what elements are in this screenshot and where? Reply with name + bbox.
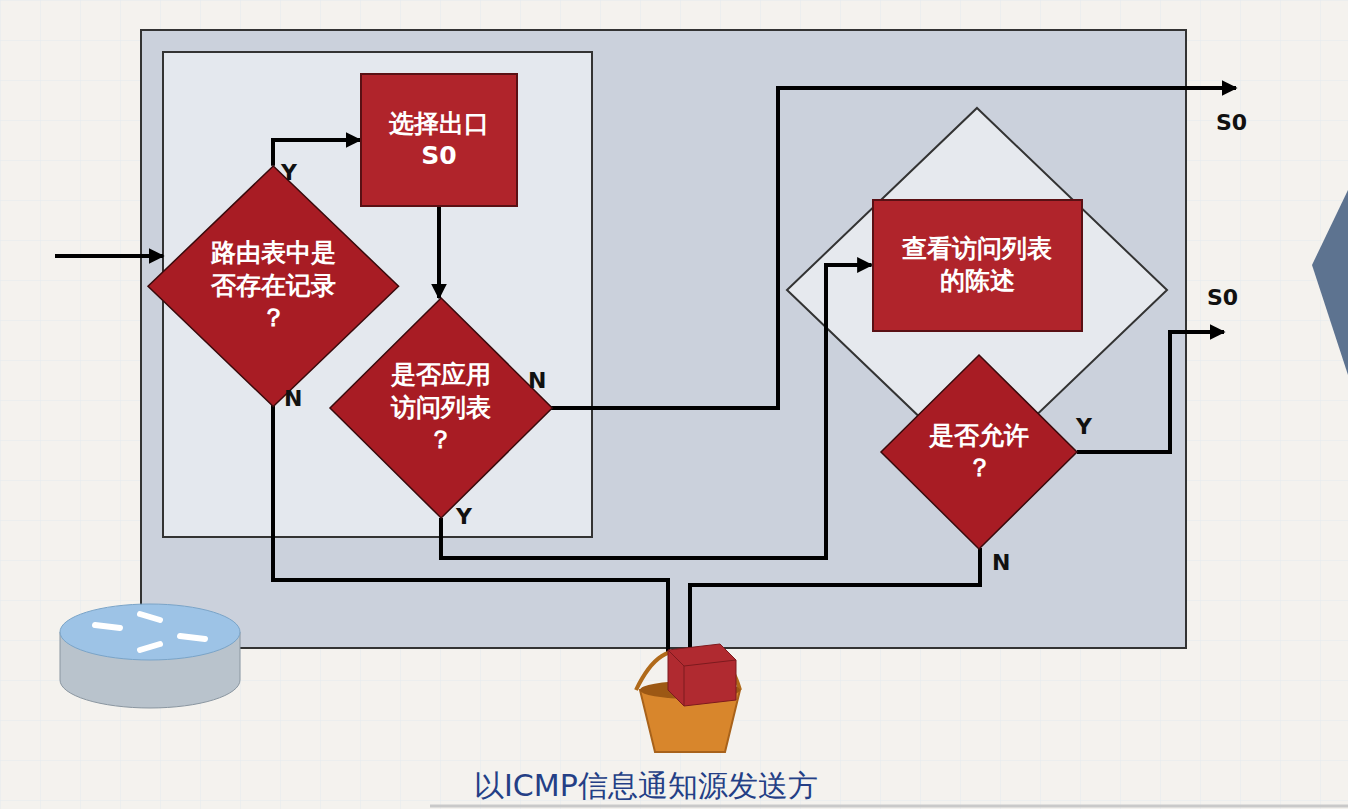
input-arrow: [55, 254, 163, 258]
edge-label: Y: [281, 160, 297, 185]
exit-line: [1077, 332, 1224, 452]
decision-diamond: 是否允许 ？: [881, 355, 1077, 549]
node-text: 是否应用 访问列表 ？: [391, 359, 491, 457]
node-text: 选择出口 S0: [389, 108, 489, 173]
node-text: 查看访问列表 的陈述: [902, 233, 1052, 298]
decision-diamond: 是否应用 访问列表 ？: [330, 298, 552, 518]
router-icon: [60, 604, 240, 708]
edge-label: Y: [456, 504, 472, 529]
caption: 以ICMP信息通知源发送方: [474, 766, 818, 807]
branch-label: N: [284, 386, 302, 411]
port-label: S0: [1216, 110, 1247, 135]
drop-bucket: [636, 644, 740, 752]
flow-connector: [437, 207, 441, 298]
branch-label: N: [528, 368, 546, 393]
branch-label: Y: [1076, 414, 1092, 439]
drop-line: [690, 548, 980, 648]
diamond-outline: [881, 355, 1077, 549]
branch-label: N: [992, 550, 1010, 575]
port-label: S0: [1207, 285, 1238, 310]
node-text: 路由表中是 否存在记录 ？: [211, 237, 336, 335]
side-shape: [1312, 190, 1348, 375]
exit-line: [540, 88, 1236, 408]
process-box: 查看访问列表 的陈述: [872, 199, 1083, 332]
process-box: 选择出口 S0: [360, 73, 518, 207]
node-text: 是否允许 ？: [929, 420, 1029, 485]
router-panel: [141, 30, 1186, 648]
caption-rule: [430, 805, 1348, 808]
